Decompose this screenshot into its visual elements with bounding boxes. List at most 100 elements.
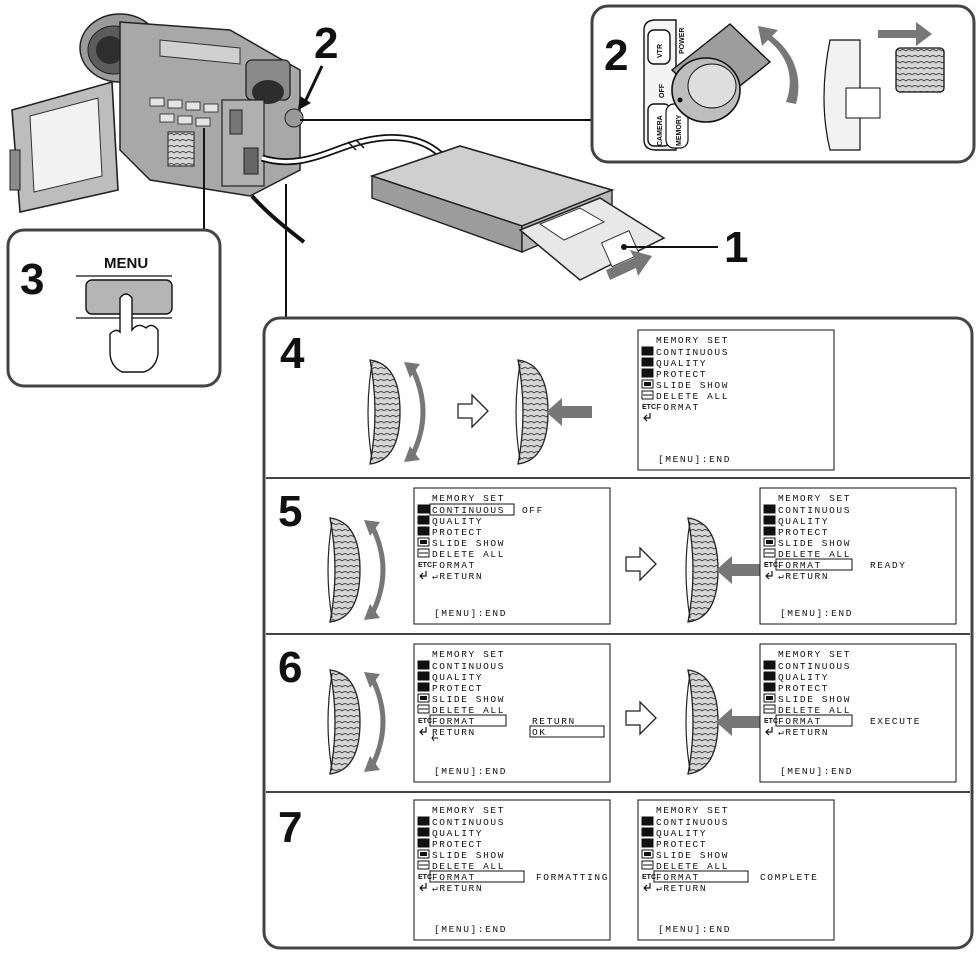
protect-icon: [417, 682, 430, 692]
camcorder-illustration: [9, 13, 304, 213]
osd-footer: [MENU]:END: [780, 766, 853, 777]
rotate-arrow: [758, 26, 799, 104]
osd-value: READY: [870, 560, 907, 571]
osd-item: CONTINUOUS: [432, 661, 505, 672]
continuous-icon: [417, 504, 430, 514]
protect-icon: [641, 368, 654, 378]
osd-item: DELETE ALL: [778, 705, 851, 716]
osd-item: RETURN: [432, 727, 476, 738]
finger-press-icon: [109, 293, 159, 373]
osd-value: OFF: [522, 505, 544, 516]
return-icon: [419, 727, 427, 736]
step-4-jog-dial-press: [515, 359, 592, 465]
return-icon: [643, 413, 651, 422]
osd-item: FORMAT: [656, 402, 700, 413]
osd-item: CONTINUOUS: [778, 661, 851, 672]
osd-item: QUALITY: [778, 516, 829, 527]
return-icon: [765, 571, 773, 580]
step-5-next-arrow: [625, 546, 657, 582]
menu-button-label: MENU: [104, 255, 148, 272]
osd-item: SLIDE SHOW: [432, 694, 505, 705]
etc-icon: ETC: [418, 874, 432, 881]
step-5-jog-dial-rotate-rotate-arrow: [369, 524, 386, 616]
quality-icon: [417, 671, 430, 681]
osd-item: CONTINUOUS: [432, 505, 505, 516]
continuous-icon: [417, 816, 430, 826]
etc-icon: ETC: [642, 874, 656, 881]
etc-icon: ETC: [764, 562, 778, 569]
osd-item: DELETE ALL: [432, 549, 505, 560]
osd-item: ↵RETURN: [432, 883, 483, 894]
step-4-next-arrow: [457, 393, 489, 429]
step-6-jog-dial-press-press-arrow: [716, 708, 762, 736]
step-4-number: 4: [280, 329, 305, 378]
osd-title: MEMORY SET: [778, 493, 851, 504]
etc-icon: ETC: [418, 718, 432, 725]
step-2-pointer: [302, 65, 324, 105]
osd-title: MEMORY SET: [778, 649, 851, 660]
step-6-jog-dial-press: [685, 669, 762, 775]
osd-item: DELETE ALL: [432, 705, 505, 716]
osd-title: MEMORY SET: [432, 493, 505, 504]
step-4-jog-dial-rotate: [367, 359, 426, 465]
slide-arrow: [878, 22, 932, 46]
osd-value: RETURN: [532, 716, 576, 727]
etc-icon: ETC: [764, 718, 778, 725]
osd-footer: [MENU]:END: [658, 924, 731, 935]
osd-item: QUALITY: [432, 672, 483, 683]
return-icon: [419, 883, 427, 892]
etc-icon: ETC: [642, 404, 656, 411]
step-3-number: 3: [20, 255, 44, 304]
osd-item: PROTECT: [432, 683, 483, 694]
step-1-number: 1: [724, 223, 748, 272]
osd-item: PROTECT: [656, 839, 707, 850]
switch-memory-label: MEMORY: [676, 114, 683, 146]
osd-item: SLIDE SHOW: [778, 538, 851, 549]
osd-value: COMPLETE: [760, 872, 818, 883]
osd-item: QUALITY: [432, 516, 483, 527]
switch-power-label: POWER: [679, 28, 686, 54]
osd-item: PROTECT: [432, 527, 483, 538]
osd-item: SLIDE SHOW: [778, 694, 851, 705]
quality-icon: [417, 827, 430, 837]
osd-value-ok: OK: [532, 727, 547, 738]
osd-screen-step-4: MEMORY SETCONTINUOUSQUALITYPROTECTSLIDE …: [637, 329, 835, 471]
continuous-icon: [641, 816, 654, 826]
osd-item: FORMAT: [778, 560, 822, 571]
continuous-icon: [763, 504, 776, 514]
step-4-jog-dial-rotate-rotate-arrow: [409, 366, 426, 458]
quality-icon: [763, 515, 776, 525]
osd-item: CONTINUOUS: [778, 505, 851, 516]
osd-screen-step-7-left: MEMORY SETCONTINUOUSQUALITYPROTECTSLIDE …: [413, 799, 611, 941]
osd-item: DELETE ALL: [656, 391, 729, 402]
step-6-jog-dial-rotate-rotate-arrow: [369, 676, 386, 768]
protect-icon: [763, 682, 776, 692]
continuous-icon: [763, 660, 776, 670]
osd-item: QUALITY: [656, 828, 707, 839]
switch-off-label: OFF: [659, 83, 666, 98]
switch-vtr-label: VTR: [657, 44, 664, 58]
osd-item: ↵RETURN: [778, 727, 829, 738]
osd-item: FORMAT: [432, 560, 476, 571]
continuous-icon: [641, 346, 654, 356]
step-6-jog-dial-rotate: [327, 669, 386, 775]
step-5-jog-dial-press-press-arrow: [716, 556, 762, 584]
osd-title: MEMORY SET: [656, 805, 729, 816]
etc-icon: ETC: [418, 562, 432, 569]
osd-value: EXECUTE: [870, 716, 921, 727]
osd-screen-step-6-left: MEMORY SETCONTINUOUSQUALITYPROTECTSLIDE …: [413, 643, 611, 783]
osd-footer: [MENU]:END: [434, 924, 507, 935]
osd-item: DELETE ALL: [778, 549, 851, 560]
step-2-inset-panel: 2 VTR POWER OFF CAMERA MEMORY: [590, 4, 976, 164]
osd-title: MEMORY SET: [432, 649, 505, 660]
osd-title: MEMORY SET: [432, 805, 505, 816]
osd-screen-step-6-right: MEMORY SETCONTINUOUSQUALITYPROTECTSLIDE …: [759, 643, 957, 783]
osd-footer: [MENU]:END: [434, 766, 507, 777]
osd-item: PROTECT: [432, 839, 483, 850]
quality-icon: [417, 515, 430, 525]
osd-value: FORMATTING: [536, 872, 609, 883]
osd-item: FORMAT: [432, 872, 476, 883]
osd-item: SLIDE SHOW: [432, 538, 505, 549]
